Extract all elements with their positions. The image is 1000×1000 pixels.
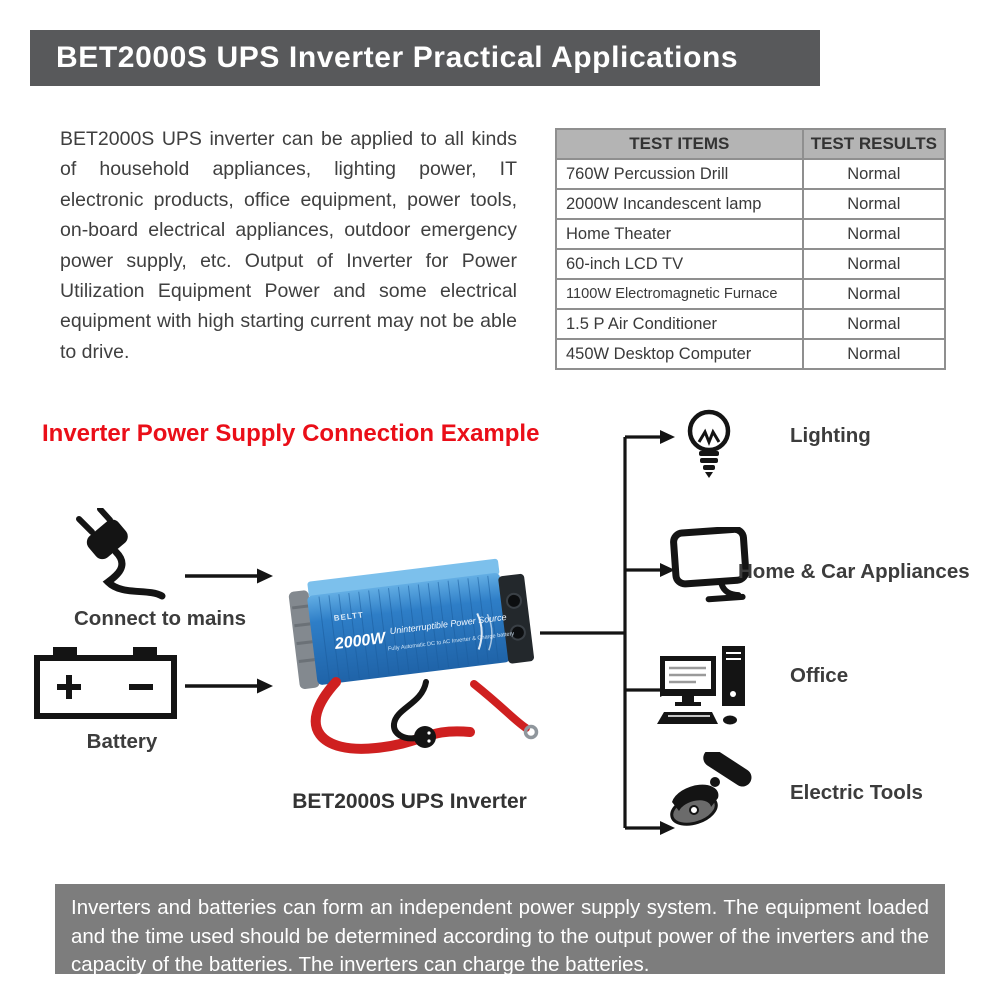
table-header-test-results: TEST RESULTS [801, 128, 947, 160]
intro-paragraph: BET2000S UPS inverter can be applied to … [60, 128, 517, 363]
connection-example-heading: Inverter Power Supply Connection Example [42, 420, 540, 447]
test-item: 760W Percussion Drill [555, 158, 804, 190]
test-result: Normal [801, 338, 947, 370]
test-item: 1100W Electromagnetic Furnace [555, 278, 804, 310]
connect-to-mains-label: Connect to mains [74, 607, 246, 630]
lighting-label: Lighting [790, 424, 871, 447]
inverter-cables [310, 677, 539, 754]
office-label: Office [790, 664, 849, 687]
table-header-test-items: TEST ITEMS [555, 128, 804, 160]
inverter-brand-text: BELTT [333, 610, 364, 623]
distribution-bus-lines [540, 430, 675, 835]
arrow-mains-to-inverter [185, 568, 273, 584]
test-result: Normal [801, 218, 947, 250]
test-item: 2000W Incandescent lamp [555, 188, 804, 220]
test-result: Normal [801, 248, 947, 280]
light-bulb-icon [687, 409, 731, 478]
table-header-row: TEST ITEMS TEST RESULTS [555, 128, 947, 160]
mains-plug-icon [76, 508, 166, 600]
test-result: Normal [801, 278, 947, 310]
angle-grinder-icon [670, 752, 752, 826]
test-item: 450W Desktop Computer [555, 338, 804, 370]
test-item: 60-inch LCD TV [555, 248, 804, 280]
test-item: Home Theater [555, 218, 804, 250]
page-title: BET2000S UPS Inverter Practical Applicat… [30, 30, 820, 86]
test-result: Normal [801, 188, 947, 220]
footer-note: Inverters and batteries can form an inde… [55, 884, 945, 976]
electric-tools-label: Electric Tools [790, 781, 923, 804]
test-result: Normal [801, 308, 947, 340]
battery-icon [34, 647, 177, 719]
inverter-product-image: BELTT 2000W Uninterruptible Power Source… [288, 558, 539, 754]
inverter-caption: BET2000S UPS Inverter [292, 790, 527, 813]
test-results-table: TEST ITEMS TEST RESULTS 760W Percussion … [555, 128, 947, 370]
test-item: 1.5 P Air Conditioner [555, 308, 804, 340]
test-result: Normal [801, 158, 947, 190]
arrow-battery-to-inverter [185, 678, 273, 694]
home-car-appliances-label: Home & Car Appliances [738, 560, 970, 583]
desktop-computer-icon [657, 646, 745, 725]
inverter-power-text: 2000W [333, 630, 388, 653]
tv-icon [670, 527, 750, 603]
battery-label: Battery [86, 730, 158, 753]
